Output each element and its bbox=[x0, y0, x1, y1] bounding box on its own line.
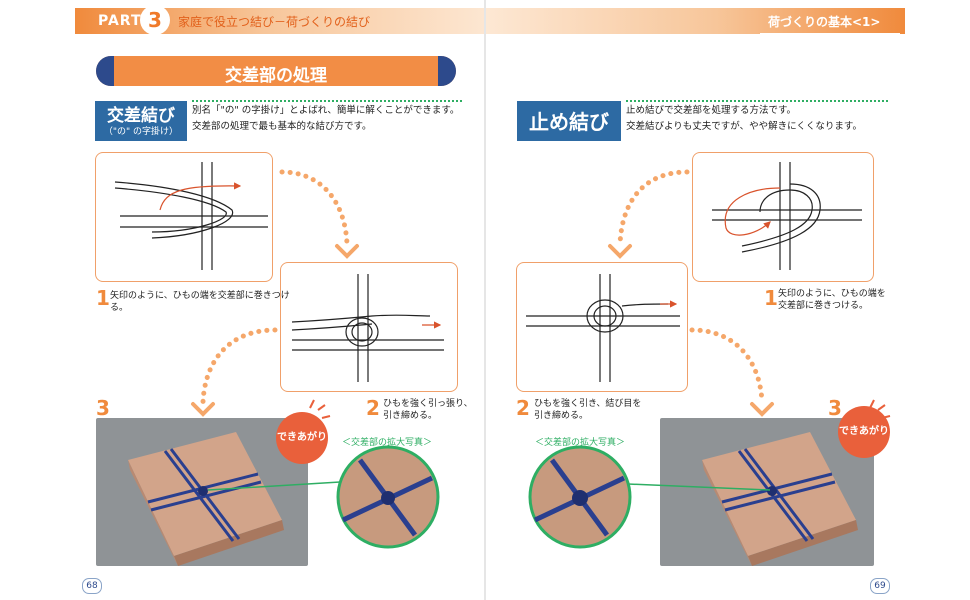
right-step2-line1: ひもを強く引き、結び目を bbox=[534, 399, 642, 409]
left-step2-line2: 引き締める。 bbox=[383, 411, 438, 421]
right-step1-number: 1 bbox=[764, 286, 778, 310]
left-step2-text: ひもを強く引っ張り、 引き締める。 bbox=[383, 398, 483, 422]
left-step1-number: 1 bbox=[96, 286, 110, 310]
pill-cap-left bbox=[96, 56, 114, 86]
header-bar-right bbox=[485, 8, 905, 34]
left-step2-illustration bbox=[291, 274, 444, 382]
left-step2-number: 2 bbox=[366, 396, 380, 420]
left-done-badge: できあがり bbox=[276, 412, 328, 464]
left-desc-line-1: 別名「"の" の字掛け」とよばれ、簡単に解くことができます。 bbox=[192, 105, 460, 116]
right-step1-frame bbox=[692, 152, 874, 282]
right-page-number: 69 bbox=[870, 578, 890, 594]
right-zoom-circle bbox=[528, 445, 771, 549]
right-done-badge: できあがり bbox=[838, 406, 890, 458]
chapter-title: 家庭で役立つ結び－荷づくりの結び bbox=[178, 15, 371, 29]
right-step1-illustration bbox=[712, 162, 862, 270]
left-step1-frame bbox=[95, 152, 273, 282]
left-knot-name: 交差結び bbox=[107, 106, 175, 126]
right-step2-text: ひもを強く引き、結び目を 引き締める。 bbox=[534, 398, 654, 422]
left-dotted-rule bbox=[192, 100, 462, 102]
right-step3-number: 3 bbox=[828, 396, 842, 420]
left-step2-line1: ひもを強く引っ張り、 bbox=[383, 399, 473, 409]
page-gutter bbox=[484, 0, 486, 600]
left-step1-line1: 矢印のように、ひもの端を交差部に巻きつける。 bbox=[110, 291, 290, 313]
right-knot-name: 止め結び bbox=[529, 110, 609, 134]
section-title-pill bbox=[96, 56, 456, 86]
left-step2-frame bbox=[280, 262, 458, 392]
flow-arrows bbox=[200, 169, 765, 405]
left-zoom-label: ＜交差部の拡大写真＞ bbox=[342, 438, 433, 448]
right-desc-line-2: 交差結びよりも丈夫ですが、やや解きにくくなります。 bbox=[626, 121, 862, 132]
left-step1-text: 矢印のように、ひもの端を交差部に巻きつける。 bbox=[110, 290, 290, 314]
left-step1-illustration bbox=[114, 162, 268, 270]
left-knot-description: 別名「"の" の字掛け」とよばれ、簡単に解くことができます。 交差部の処理で最も… bbox=[192, 103, 472, 135]
running-title-rule bbox=[760, 33, 900, 35]
part-number: 3 bbox=[140, 5, 170, 35]
pill-cap-right bbox=[438, 56, 456, 86]
flow-arrowheads bbox=[191, 244, 774, 417]
running-title: 荷づくりの基本<1> bbox=[768, 15, 881, 29]
right-step1-text: 矢印のように、ひもの端を 交差部に巻きつける。 bbox=[778, 288, 888, 312]
left-knot-subtitle: （"の" の字掛け） bbox=[103, 127, 179, 137]
right-dotted-rule bbox=[626, 100, 888, 102]
right-box-photo-illustration bbox=[702, 432, 858, 566]
right-step1-line2: 交差部に巻きつける。 bbox=[778, 301, 869, 311]
left-box-photo-illustration bbox=[128, 432, 284, 566]
left-zoom-circle bbox=[207, 445, 440, 549]
left-step3-number: 3 bbox=[96, 396, 110, 420]
left-desc-line-2: 交差部の処理で最も基本的な結び方です。 bbox=[192, 121, 372, 132]
right-knot-title-box bbox=[517, 101, 621, 141]
section-title: 交差部の処理 bbox=[225, 66, 327, 86]
left-knot-title-box bbox=[95, 101, 187, 141]
right-step1-line1: 矢印のように、ひもの端を bbox=[778, 289, 886, 299]
right-step2-line2: 引き締める。 bbox=[534, 411, 589, 421]
right-step2-number: 2 bbox=[516, 396, 530, 420]
right-step2-frame bbox=[516, 262, 688, 392]
right-desc-line-1: 止め結びで交差部を処理する方法です。 bbox=[626, 105, 797, 116]
part-label: PART bbox=[98, 13, 142, 29]
right-zoom-label: ＜交差部の拡大写真＞ bbox=[535, 438, 626, 448]
right-step2-illustration bbox=[526, 274, 680, 382]
left-page-number: 68 bbox=[82, 578, 102, 594]
right-knot-description: 止め結びで交差部を処理する方法です。 交差結びよりも丈夫ですが、やや解きにくくな… bbox=[626, 103, 906, 135]
